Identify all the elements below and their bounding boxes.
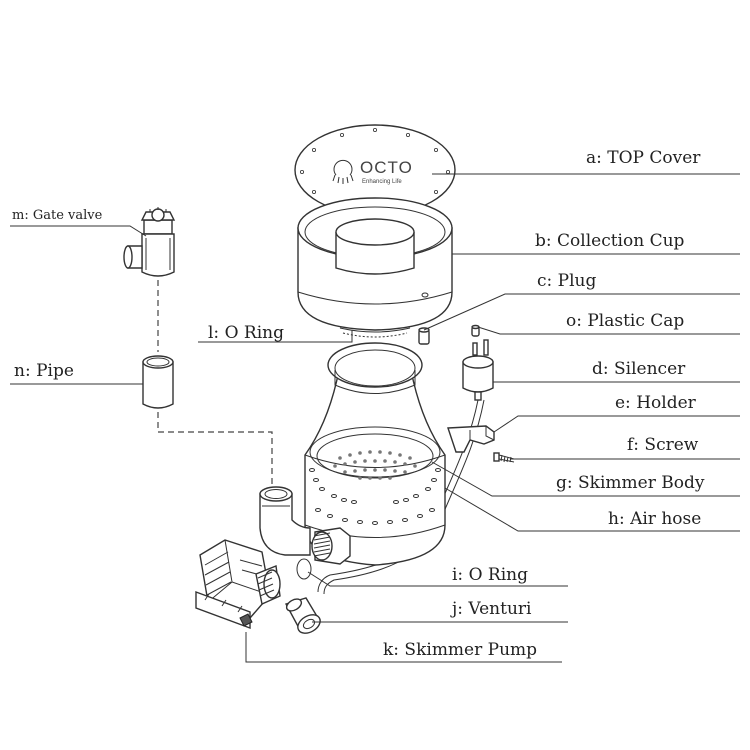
label-plug: c: Plug (537, 271, 596, 291)
holder (447, 425, 495, 453)
label-venturi: j: Venturi (450, 599, 532, 619)
label-screw: f: Screw (627, 435, 699, 455)
label-skimmer-pump: k: Skimmer Pump (383, 640, 537, 660)
venturi (284, 597, 321, 634)
label-silencer: d: Silencer (592, 359, 686, 379)
silencer (462, 339, 494, 401)
octo-logo-icon (332, 159, 354, 184)
label-holder: e: Holder (615, 393, 697, 413)
label-air-hose: h: Air hose (608, 509, 701, 529)
label-top-cover: a: TOP Cover (586, 148, 701, 168)
label-plastic-cap: o: Plastic Cap (566, 311, 684, 331)
leader-lines (10, 173, 740, 663)
label-o-ring-l: l: O Ring (208, 323, 284, 343)
part-labels: a: TOP Cover b: Collection Cup c: Plug o… (12, 148, 705, 660)
label-pipe: n: Pipe (14, 361, 74, 381)
plug (418, 327, 430, 345)
screw (493, 452, 515, 463)
logo-brand: OCTO (360, 158, 413, 177)
assembly-path (157, 280, 273, 488)
o-ring-i (296, 558, 312, 580)
gate-valve (123, 207, 176, 277)
logo-tagline: Enhancing Life (362, 179, 402, 185)
collection-cup (297, 197, 453, 338)
skimmer-body (259, 342, 446, 566)
plastic-cap (471, 324, 480, 337)
label-collection-cup: b: Collection Cup (535, 231, 685, 251)
label-o-ring-i: i: O Ring (452, 565, 528, 585)
label-skimmer-body: g: Skimmer Body (556, 473, 705, 493)
skimmer-pump (195, 539, 281, 630)
label-gate-valve: m: Gate valve (12, 208, 103, 223)
pipe (142, 355, 174, 409)
